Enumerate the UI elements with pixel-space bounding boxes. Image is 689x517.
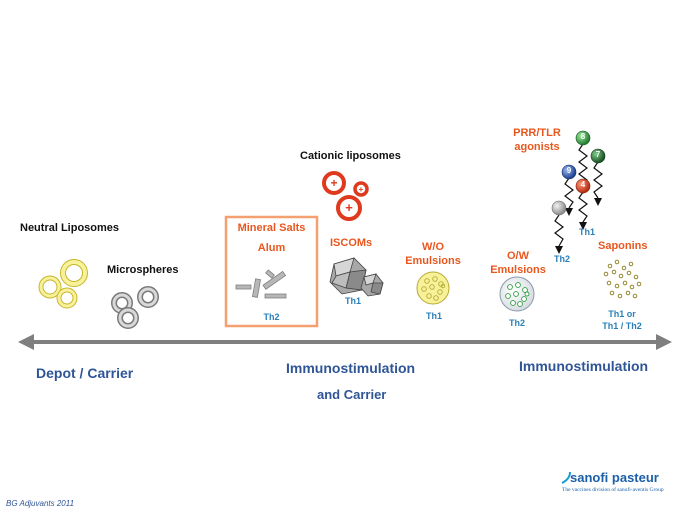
axis-arrow	[18, 334, 672, 350]
cationic-liposome-icon: + + +	[322, 171, 369, 221]
saponin-icon	[603, 259, 642, 299]
svg-text:+: +	[330, 176, 337, 190]
microsphere-icon	[111, 286, 159, 329]
alum-label: Alum	[257, 242, 286, 254]
axis-label-middle-1: Immunostimulation	[286, 360, 416, 376]
svg-text:+: +	[345, 200, 353, 215]
tlr-number: 9	[566, 166, 572, 175]
iscoms-label: ISCOMs	[330, 237, 373, 249]
prr-tlr-label-1: PRR/TLR	[513, 127, 561, 139]
brand-name: sanofi pasteur	[570, 470, 659, 485]
wo-response: Th1	[426, 311, 443, 321]
mineral-salts-box	[224, 215, 319, 328]
saponins-response-2: Th1 / Th2	[602, 321, 642, 331]
saponins-response-1: Th1 or	[608, 309, 636, 319]
footer-credit: BG Adjuvants 2011	[6, 499, 75, 508]
prr-th2-response: Th2	[554, 254, 571, 264]
cationic-liposomes-label: Cationic liposomes	[300, 150, 401, 162]
tlr-agonist-icon	[554, 143, 603, 247]
prr-tlr-label-2: agonists	[514, 141, 560, 153]
ow-response: Th2	[509, 318, 526, 328]
axis-label-left: Depot / Carrier	[36, 365, 134, 381]
prr-th1-response: Th1	[579, 227, 596, 237]
tlr-ligand-balls	[551, 130, 606, 216]
arrow-left-icon	[18, 334, 34, 350]
saponins-label: Saponins	[598, 240, 648, 252]
wo-emulsions-label-2: Emulsions	[405, 255, 461, 267]
svg-text:+: +	[359, 185, 364, 194]
axis-label-middle-2: and Carrier	[317, 387, 387, 402]
iscom-icon	[329, 257, 384, 297]
mineral-salts-label: Mineral Salts	[237, 222, 306, 234]
brand-tagline: The vaccines division of sanofi-aventis …	[562, 487, 664, 493]
axis-label-right: Immunostimulation	[519, 358, 649, 374]
emulsion-icon	[499, 276, 535, 312]
liposome-icon	[38, 259, 88, 309]
iscoms-response: Th1	[345, 296, 362, 306]
tlr-number: 7	[595, 150, 601, 159]
brand-mark-icon	[561, 471, 571, 484]
tlr-number: 4	[580, 180, 586, 189]
wo-emulsions-label-1: W/O	[422, 241, 444, 253]
alum-response: Th2	[263, 312, 280, 322]
arrow-right-icon	[656, 334, 672, 350]
microspheres-label: Microspheres	[107, 264, 179, 276]
ow-emulsions-label-1: O/W	[507, 250, 529, 262]
tlr-number: 8	[580, 132, 586, 141]
neutral-liposomes-label: Neutral Liposomes	[20, 222, 120, 234]
crystal-icon	[235, 269, 287, 299]
emulsion-icon	[416, 271, 450, 305]
ow-emulsions-label-2: Emulsions	[490, 264, 546, 276]
